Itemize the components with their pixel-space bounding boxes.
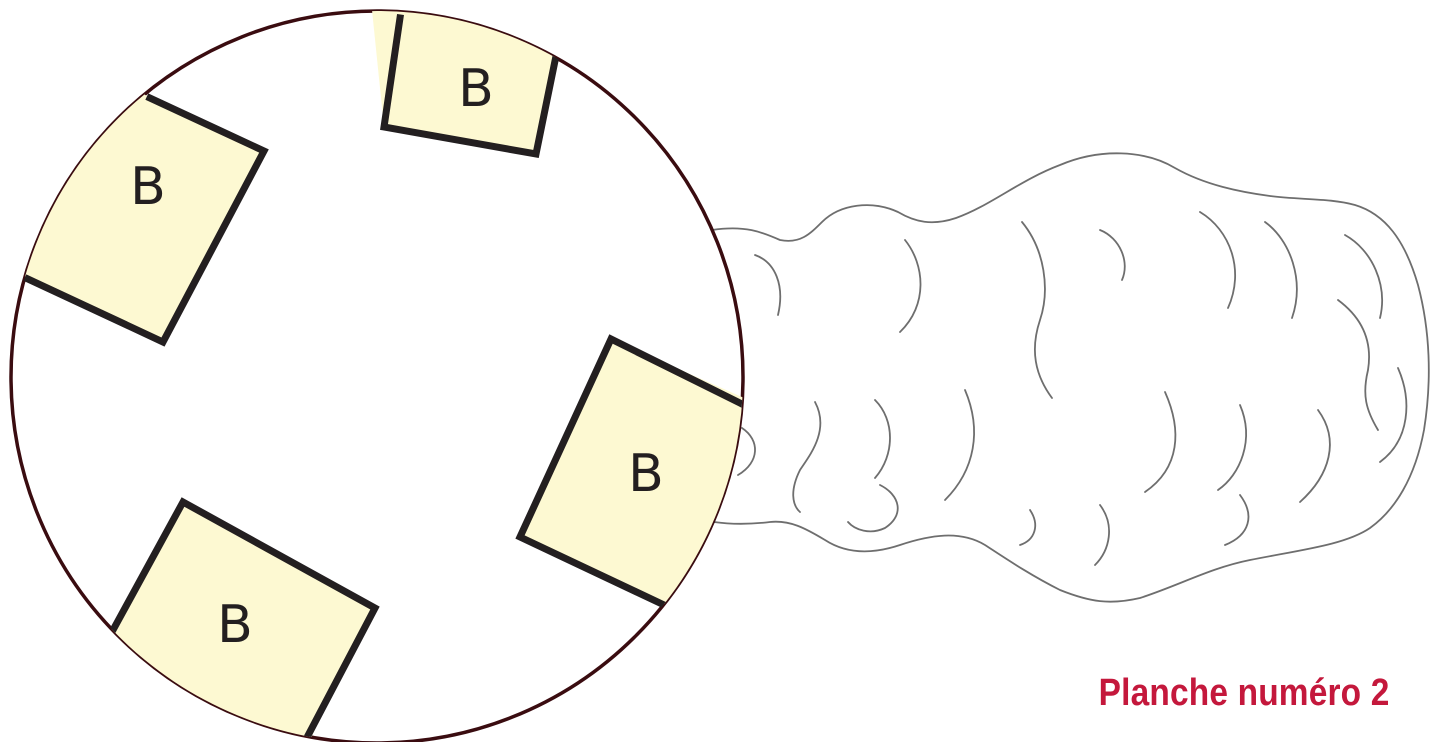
cloud-curl [1021, 221, 1053, 399]
tile-letter-lower-left: B [217, 595, 253, 655]
plate-title: Planche numéro 2 [1099, 672, 1390, 714]
tile-lower-left [100, 497, 380, 742]
cloud-curl [737, 427, 756, 476]
cloud-curl [874, 399, 891, 479]
cloud-curl [1344, 234, 1383, 319]
cloud-curl [754, 254, 782, 316]
tile-letter-upper-left: B [130, 157, 166, 217]
cloud-curl [1379, 367, 1408, 463]
tile-letter-top: B [458, 59, 494, 119]
cloud-curl [1094, 504, 1110, 566]
cloud-curl [1224, 494, 1250, 546]
cloud-curl [1019, 509, 1037, 546]
cloud-curl [1264, 221, 1298, 319]
cloud-curl [1337, 299, 1379, 431]
cloud-outline [711, 152, 1430, 603]
tile-letter-right: B [628, 444, 664, 504]
cloud-curl [847, 484, 899, 533]
cloud-curl [944, 389, 975, 501]
smoke-cloud-icon [711, 152, 1430, 603]
cloud-curl [1199, 211, 1237, 309]
cloud-curl [1299, 409, 1331, 503]
cloud-curl [792, 401, 822, 513]
cloud-curl [1099, 229, 1126, 281]
cloud-curl [1217, 404, 1247, 491]
cloud-curl [899, 239, 922, 333]
tile-top [372, 11, 564, 159]
cloud-curl [1144, 391, 1177, 493]
